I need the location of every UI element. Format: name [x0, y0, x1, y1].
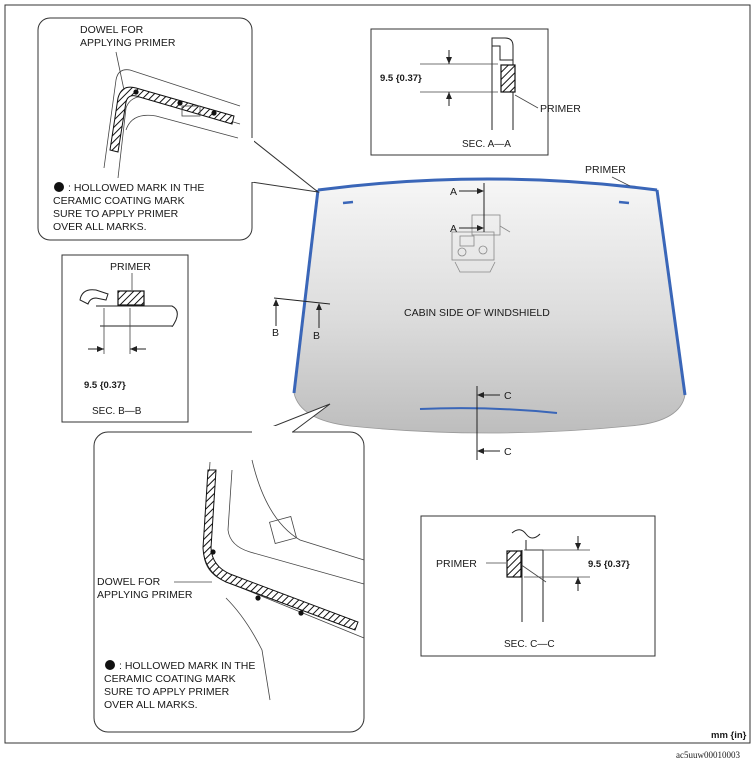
section-a-glass [491, 37, 514, 61]
detail-callout-bottom: DOWEL FOR APPLYING PRIMER : HOLLOWED MAR… [93, 403, 365, 733]
section-a-primer-block [500, 64, 516, 93]
arrowhead-c-top [477, 392, 484, 398]
primer-edge-bottom [419, 407, 558, 414]
section-c-dimension: 9.5 {0.37} [588, 559, 630, 570]
arrowhead-c-bottom [477, 448, 484, 454]
note-top-line3: SURE TO APPLY PRIMER [53, 208, 179, 220]
units-label: mm {in} [711, 730, 747, 741]
marker-c-top: C [504, 390, 512, 402]
marker-a-top: A [450, 186, 457, 198]
hollow-mark [255, 595, 261, 601]
section-c-primer-label: PRIMER [436, 558, 477, 570]
hollow-mark [177, 100, 183, 106]
dowel-label-bottom-line1: DOWEL FOR [97, 576, 161, 588]
note-bottom-line1: : HOLLOWED MARK IN THE [119, 660, 255, 672]
primer-strip-top [109, 86, 235, 153]
figure-code: ac5uuw00010003 [676, 750, 740, 760]
hollow-mark-legend-icon [54, 182, 64, 192]
dowel-label-bottom-line2: APPLYING PRIMER [97, 589, 193, 601]
body-lower-bottom [225, 597, 271, 701]
primer-leader-top [611, 176, 631, 187]
section-b-glass [79, 289, 109, 305]
section-b-primer-label: PRIMER [110, 261, 151, 273]
note-bottom-line3: SURE TO APPLY PRIMER [104, 686, 230, 698]
cabin-side-label: CABIN SIDE OF WINDSHIELD [404, 307, 550, 319]
dowel-leader-top [115, 51, 125, 91]
section-b-frame [61, 254, 189, 423]
section-line-b [273, 297, 331, 305]
primer-edge-top [317, 177, 658, 192]
section-b-box: PRIMER 9.5 {0.37} SEC. B—B [61, 254, 189, 423]
marker-b-left: B [272, 327, 279, 339]
hollow-mark [133, 89, 139, 95]
patch-square-bottom [269, 516, 297, 544]
hollow-mark [211, 110, 217, 116]
marker-c-bottom: C [504, 446, 512, 458]
hollow-mark-legend-icon [105, 660, 115, 670]
hollow-mark [298, 610, 304, 616]
detail-callout-top-left: DOWEL FOR APPLYING PRIMER : HOLLOWED MAR… [37, 17, 320, 241]
note-bottom-line4: OVER ALL MARKS. [104, 699, 198, 711]
note-top-line2: CERAMIC COATING MARK [53, 195, 185, 207]
figure-frame [4, 4, 751, 744]
windshield: CABIN SIDE OF WINDSHIELD PRIMER A A B B … [272, 164, 687, 460]
dowel-label-top-line2: APPLYING PRIMER [80, 37, 176, 49]
dowel-label-top-line1: DOWEL FOR [80, 24, 144, 36]
arrowhead-a-top [477, 188, 484, 194]
body-inner-top [125, 114, 239, 139]
section-c-box: PRIMER 9.5 {0.37} SEC. C—C [420, 515, 656, 657]
body-inner-bottom [251, 459, 365, 561]
corner-mark-right [618, 200, 630, 205]
section-c-primer-block [506, 550, 522, 578]
primer-strip-bottom [202, 469, 359, 631]
section-c-frame [420, 515, 656, 657]
section-a-primer-label: PRIMER [540, 103, 581, 115]
patch-square-top [181, 105, 201, 117]
mirror-mount [451, 214, 511, 273]
primer-edge-left [292, 189, 320, 394]
primer-label-top: PRIMER [585, 164, 626, 176]
section-a-dimension: 9.5 {0.37} [380, 73, 422, 84]
section-a-caption: SEC. A—A [462, 139, 511, 150]
body-outline-bottom [227, 469, 365, 585]
section-b-primer-block [117, 290, 145, 306]
arrowhead-b-right [316, 303, 322, 310]
hollow-mark [210, 549, 216, 555]
section-c-caption: SEC. C—C [504, 639, 555, 650]
arrowhead-a-bottom [477, 225, 484, 231]
section-b-caption: SEC. B—B [92, 406, 142, 417]
section-a-box: 9.5 {0.37} PRIMER SEC. A—A [370, 28, 581, 156]
primer-edge-right [655, 189, 687, 396]
section-b-dimension: 9.5 {0.37} [84, 380, 126, 391]
arrowhead-b-left [273, 299, 279, 306]
corner-mark-left [342, 200, 354, 205]
marker-a-bottom: A [450, 223, 457, 235]
note-top-line4: OVER ALL MARKS. [53, 221, 147, 233]
marker-b-right: B [313, 330, 320, 342]
callout-pointer-top [237, 137, 320, 193]
callout-box-top [37, 17, 253, 241]
note-bottom-line2: CERAMIC COATING MARK [104, 673, 236, 685]
note-top-line1: : HOLLOWED MARK IN THE [68, 182, 204, 194]
